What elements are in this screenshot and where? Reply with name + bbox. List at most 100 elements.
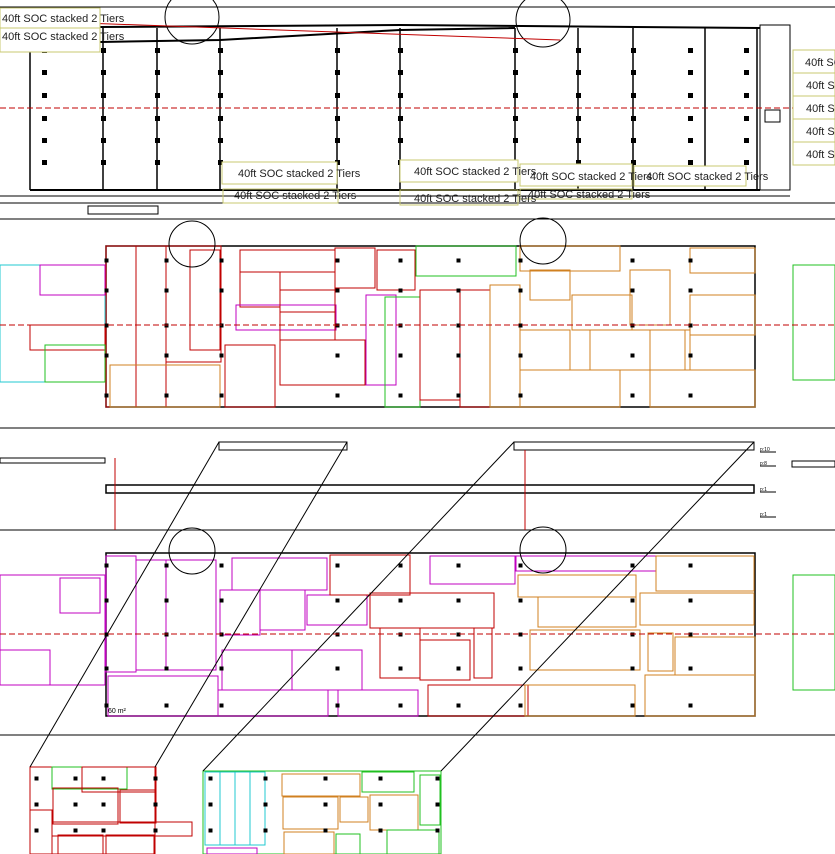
cargo-block <box>639 592 755 626</box>
lashing-point <box>218 116 223 121</box>
lashing-point <box>688 353 693 358</box>
cargo-block <box>515 555 657 572</box>
cargo-block <box>427 684 529 717</box>
cargo-block <box>519 369 621 408</box>
lashing-point <box>688 598 693 603</box>
lashing-point <box>518 563 523 568</box>
lashing-point <box>101 48 106 53</box>
lashing-point <box>688 632 693 637</box>
lashing-point <box>398 116 403 121</box>
lashing-point <box>398 48 403 53</box>
lashing-point <box>335 288 340 293</box>
cargo-block <box>792 264 835 381</box>
cargo-block <box>206 847 258 854</box>
cargo-block <box>649 329 691 371</box>
lashing-point <box>101 802 106 807</box>
lashing-point <box>164 598 169 603</box>
lashing-point <box>104 393 109 398</box>
soc-container-blocks <box>0 7 835 206</box>
cargo-block <box>519 245 621 272</box>
lashing-point <box>688 288 693 293</box>
soc-label: 40ft SOC <box>806 126 835 138</box>
cargo-block <box>415 245 517 277</box>
lashing-point <box>631 160 636 165</box>
lashing-point <box>518 353 523 358</box>
lashing-point <box>576 160 581 165</box>
lashing-point <box>576 70 581 75</box>
cargo-block <box>135 245 167 408</box>
lashing-point <box>456 393 461 398</box>
lashing-point <box>335 70 340 75</box>
lashing-point <box>435 802 440 807</box>
lashing-point <box>456 288 461 293</box>
soc-label: 40ft SOC stacked 2 Tiers <box>414 166 537 178</box>
area-label: 60 m² <box>108 708 127 715</box>
lashing-point <box>34 776 39 781</box>
lashing-point <box>518 632 523 637</box>
lashing-point <box>435 828 440 833</box>
soc-label: 40ft SOC stacked 2 Tiers <box>2 31 125 43</box>
hold-plan-lower: 60 m² <box>0 526 835 717</box>
lashing-point <box>218 48 223 53</box>
cargo-block <box>291 649 363 691</box>
lashing-point <box>73 802 78 807</box>
hatch-circle <box>515 0 571 48</box>
cargo-block <box>105 834 155 854</box>
lashing-point <box>688 666 693 671</box>
lashing-point <box>164 393 169 398</box>
lashing-point <box>398 563 403 568</box>
lashing-point <box>155 138 160 143</box>
lashing-point <box>218 70 223 75</box>
cargo-block <box>52 787 119 825</box>
lashing-point <box>630 563 635 568</box>
lashing-point <box>518 258 523 263</box>
lashing-point <box>744 48 749 53</box>
lashing-point <box>456 632 461 637</box>
cargo-block <box>674 636 756 676</box>
lashing-point <box>398 666 403 671</box>
lashing-point <box>688 323 693 328</box>
cargo-block <box>537 596 637 628</box>
cargo-block <box>249 771 266 846</box>
lashing-point <box>164 563 169 568</box>
cargo-block <box>369 794 419 831</box>
soc-label: 40ft SOC <box>805 57 835 69</box>
lashing-point <box>630 393 635 398</box>
lashing-point <box>219 353 224 358</box>
cargo-block <box>0 264 106 383</box>
lashing-point <box>104 598 109 603</box>
lashing-point <box>513 138 518 143</box>
cargo-block <box>473 627 493 679</box>
lashing-point <box>218 93 223 98</box>
cargo-block <box>419 774 441 826</box>
lashing-point <box>688 160 693 165</box>
cargo-block <box>202 770 442 854</box>
lashing-point <box>101 828 106 833</box>
cargo-block <box>369 592 495 629</box>
cargo-block <box>165 559 217 671</box>
cargo-block <box>361 771 415 793</box>
cargo-block <box>57 834 104 854</box>
lashing-point <box>104 323 109 328</box>
cargo-block <box>419 289 461 401</box>
lashing-point <box>744 93 749 98</box>
lashing-point <box>513 70 518 75</box>
lashing-point <box>42 116 47 121</box>
cargo-block <box>589 329 686 371</box>
lashing-point <box>164 666 169 671</box>
lashing-point <box>263 828 268 833</box>
lashing-point <box>688 258 693 263</box>
cargo-block <box>279 289 336 341</box>
cargo-block <box>189 249 221 351</box>
cargo-block <box>386 829 440 854</box>
lashing-point <box>630 666 635 671</box>
cargo-block <box>217 689 329 717</box>
lashing-point <box>101 138 106 143</box>
cargo-block <box>517 574 637 598</box>
cargo-block <box>334 247 376 289</box>
cargo-block <box>489 284 521 408</box>
lashing-point <box>688 393 693 398</box>
lashing-point <box>219 563 224 568</box>
lashing-point <box>208 802 213 807</box>
lashing-point <box>153 828 158 833</box>
